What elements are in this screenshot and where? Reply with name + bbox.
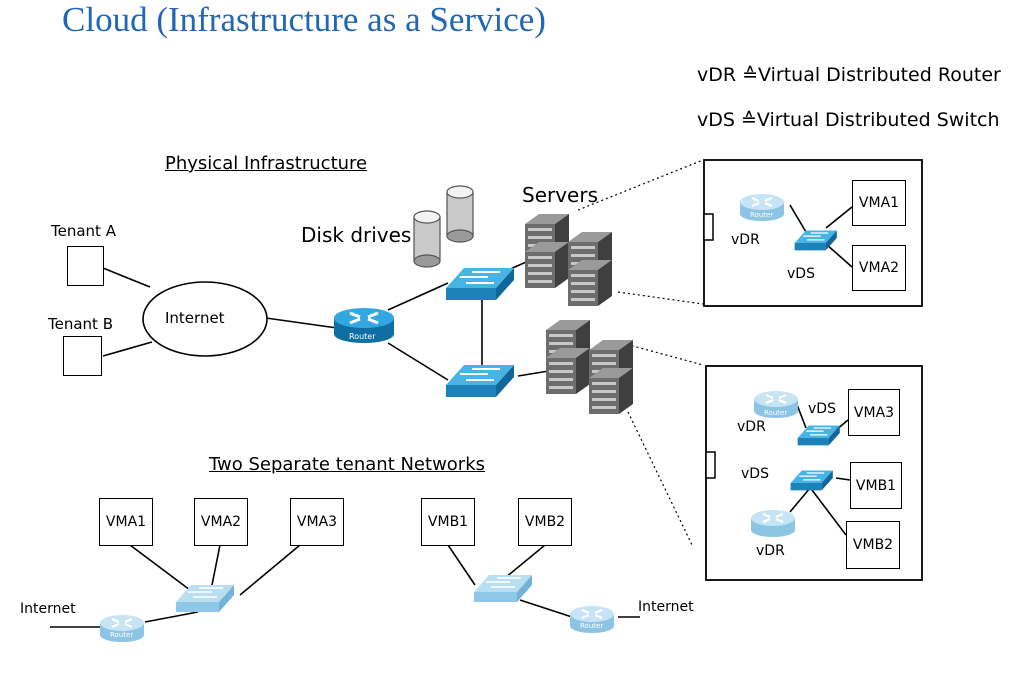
zoom-bottom-router-caption: Router [764,409,788,417]
zoom-bottom-vma3: VMA3 [848,389,900,436]
tenant-networks-heading: Two Separate tenant Networks [209,454,486,475]
switch-icon [445,267,515,301]
tenant-b-box [63,336,102,376]
physical-heading: Physical Infrastructure [165,153,368,174]
legend-vds: vDS ≙Virtual Distributed Switch [697,109,1000,131]
zoom-bottom-vds-top-label: vDS [808,401,836,417]
tenant-a-switch-icon [175,584,235,613]
zoom-bottom-vds-mid-label: vDS [741,466,769,482]
tenant-a-internet-label: Internet [20,601,76,617]
page-title: Cloud (Infrastructure as a Service) [62,0,546,39]
server-rack-bottom-icon [546,320,633,414]
servers-label: Servers [522,183,599,207]
zoom-top-vm2: VMA2 [852,245,906,291]
tenant-b-label: Tenant B [48,315,113,333]
tenant-b-internet-label: Internet [638,599,694,615]
switch-icon [445,364,515,398]
server-rack-top-icon [525,214,612,306]
disk-icon [446,185,474,243]
zoom-bottom-vmb1: VMB1 [850,462,902,509]
tenant-b-switch-icon [473,574,533,603]
tenant-a-vm-box: VMA2 [194,498,248,546]
tenant-a-vm-box: VMA3 [290,498,344,546]
vdr-router-icon [749,508,797,539]
zoom-bottom-vmb2: VMB2 [846,521,900,569]
zoom-top-router-caption: Router [750,211,774,219]
zoom-top-vdr-label: vDR [731,232,760,248]
tenant-a-box [67,246,104,286]
tenant-a-vm-box: VMA1 [99,498,153,546]
zoom-bottom-vdr-bottom-label: vDR [756,543,785,559]
tenant-b-router-caption: Router [580,622,604,630]
internet-cloud [142,281,268,357]
router-caption: Router [349,332,376,341]
zoom-top-vm1: VMA1 [852,180,906,226]
zoom-bottom-vdr-top-label: vDR [737,419,766,435]
tenant-b-vm-box: VMB1 [421,498,475,546]
internet-label: Internet [165,309,225,327]
tenant-a-label: Tenant A [51,222,116,240]
zoom-top-vds-label: vDS [787,266,815,282]
tenant-a-router-caption: Router [110,631,134,639]
disk-drives-label: Disk drives [301,223,412,247]
legend-vdr: vDR ≙Virtual Distributed Router [697,64,1001,86]
tenant-b-vm-box: VMB2 [518,498,572,546]
disk-icon [413,210,441,268]
